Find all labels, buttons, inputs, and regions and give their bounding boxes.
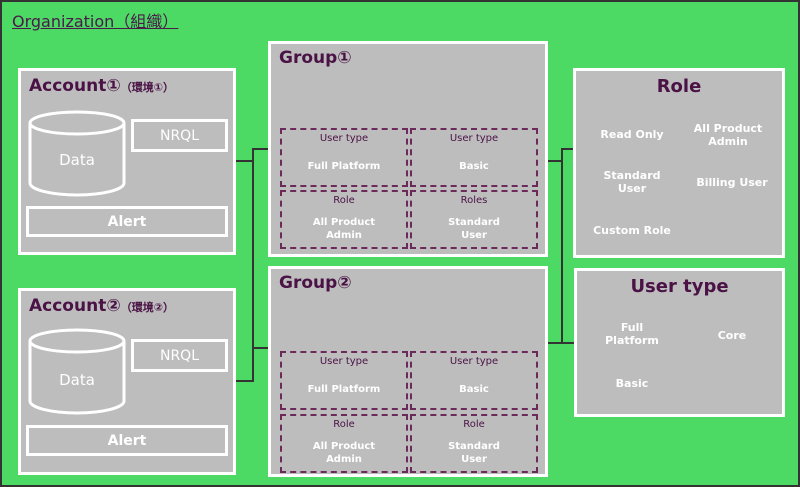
user-type-item: Full Platform — [605, 321, 659, 347]
account-2-box: Account②（環境②） Data NRQL Alert — [18, 288, 236, 475]
alert-box: Alert — [26, 206, 228, 237]
user-type-item: Core — [717, 329, 747, 342]
group-1-cell-user-type: User type Basic — [410, 128, 538, 187]
account-1-title: Account①（環境①） — [29, 76, 175, 96]
role-item: Standard User — [603, 169, 661, 195]
cell-label: Role — [333, 195, 355, 206]
cell-label: Roles — [460, 195, 488, 206]
role-item: Custom Role — [593, 224, 671, 237]
cell-value: All Product Admin — [312, 217, 376, 241]
cell-value: Standard User — [448, 441, 500, 465]
database-icon — [28, 110, 126, 197]
account-1-box: Account①（環境①） Data NRQL Alert — [18, 68, 236, 255]
user-type-panel: User type Full Platform Core Basic — [574, 268, 785, 417]
cell-label: User type — [449, 133, 499, 144]
nrql-box: NRQL — [131, 119, 228, 152]
group-2-cell-role: Role All Product Admin — [280, 414, 408, 473]
account-2-title: Account②（環境②） — [29, 296, 175, 316]
nrql-box: NRQL — [131, 339, 228, 372]
cell-value: Full Platform — [307, 161, 381, 172]
database-label: Data — [59, 371, 95, 389]
group-2-cell-role: Role Standard User — [410, 414, 538, 473]
group-1-box: Group① User type Full Platform User type… — [268, 41, 548, 257]
connector-line — [561, 148, 563, 344]
cell-label: User type — [319, 356, 369, 367]
group-2-cell-user-type: User type Full Platform — [280, 351, 408, 410]
connector-line — [252, 148, 272, 150]
role-panel-title: Role — [656, 76, 702, 97]
cell-label: Role — [333, 419, 355, 430]
connector-line — [561, 148, 576, 150]
user-type-item: Basic — [615, 377, 649, 390]
connector-line — [547, 342, 562, 344]
cell-value: All Product Admin — [312, 441, 376, 465]
connector-line — [235, 160, 253, 162]
cell-label: Role — [463, 419, 485, 430]
alert-box: Alert — [26, 425, 228, 456]
role-item: All Product Admin — [693, 122, 763, 148]
connector-line — [561, 342, 576, 344]
database-icon — [28, 328, 126, 415]
group-1-title: Group① — [279, 48, 352, 68]
cell-value: Standard User — [448, 217, 500, 241]
role-item: Read Only — [600, 128, 664, 141]
cell-label: User type — [449, 356, 499, 367]
connector-line — [547, 160, 562, 162]
connector-line — [252, 148, 254, 382]
role-item: Billing User — [696, 176, 768, 189]
group-1-cell-role: Role All Product Admin — [280, 190, 408, 249]
cell-value: Basic — [459, 161, 489, 172]
cell-label: User type — [319, 133, 369, 144]
group-2-cell-user-type: User type Basic — [410, 351, 538, 410]
group-1-cell-user-type: User type Full Platform — [280, 128, 408, 187]
cell-value: Basic — [459, 384, 489, 395]
role-panel: Role Read Only All Product Admin Standar… — [573, 68, 785, 258]
connector-line — [252, 347, 272, 349]
group-1-cell-roles: Roles Standard User — [410, 190, 538, 249]
connector-line — [235, 380, 253, 382]
database-label: Data — [59, 151, 95, 169]
cell-value: Full Platform — [307, 384, 381, 395]
group-2-box: Group② User type Full Platform User type… — [268, 266, 548, 477]
organization-title: Organization（組織） — [12, 12, 179, 31]
user-type-panel-title: User type — [630, 276, 729, 297]
group-2-title: Group② — [279, 273, 352, 293]
